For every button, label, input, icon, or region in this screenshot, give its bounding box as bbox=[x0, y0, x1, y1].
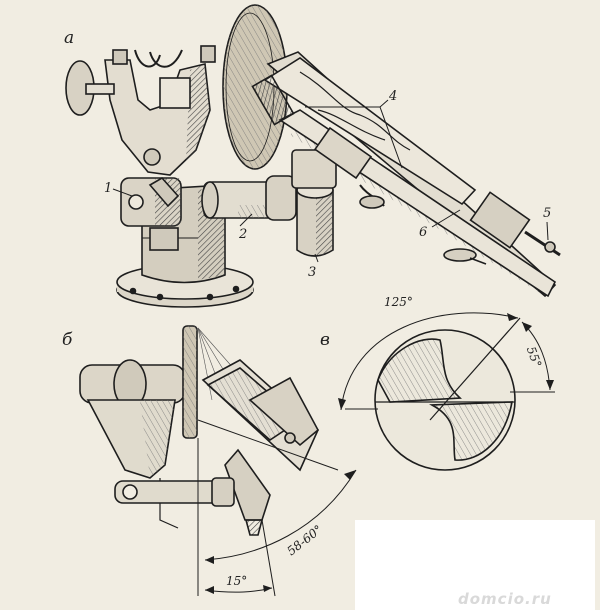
pillar-b bbox=[224, 448, 271, 521]
callout-3: 3 bbox=[308, 265, 317, 280]
callout-5: 5 bbox=[543, 206, 552, 221]
watermark: domcio.ru bbox=[458, 590, 552, 608]
flute-lower bbox=[429, 401, 513, 461]
callout-6: 6 bbox=[419, 225, 428, 240]
drill-bit bbox=[263, 57, 477, 206]
panel-label-v: в bbox=[320, 330, 330, 350]
flute-upper bbox=[377, 338, 462, 403]
view-a-drawing bbox=[65, 4, 561, 308]
angle-125: 125° bbox=[384, 295, 413, 309]
blank-corner bbox=[355, 520, 595, 610]
tailstock bbox=[469, 191, 531, 249]
panel-label-b: б bbox=[62, 330, 73, 350]
callout-1: 1 bbox=[104, 181, 113, 196]
view-b-drawing bbox=[79, 325, 357, 597]
view-v-drawing bbox=[338, 312, 555, 471]
callout-4: 4 bbox=[389, 89, 398, 104]
angle-15: 15° bbox=[226, 574, 248, 588]
carriage bbox=[313, 126, 373, 180]
panel-label-a: а bbox=[64, 28, 75, 48]
callout-2: 2 bbox=[239, 227, 248, 242]
